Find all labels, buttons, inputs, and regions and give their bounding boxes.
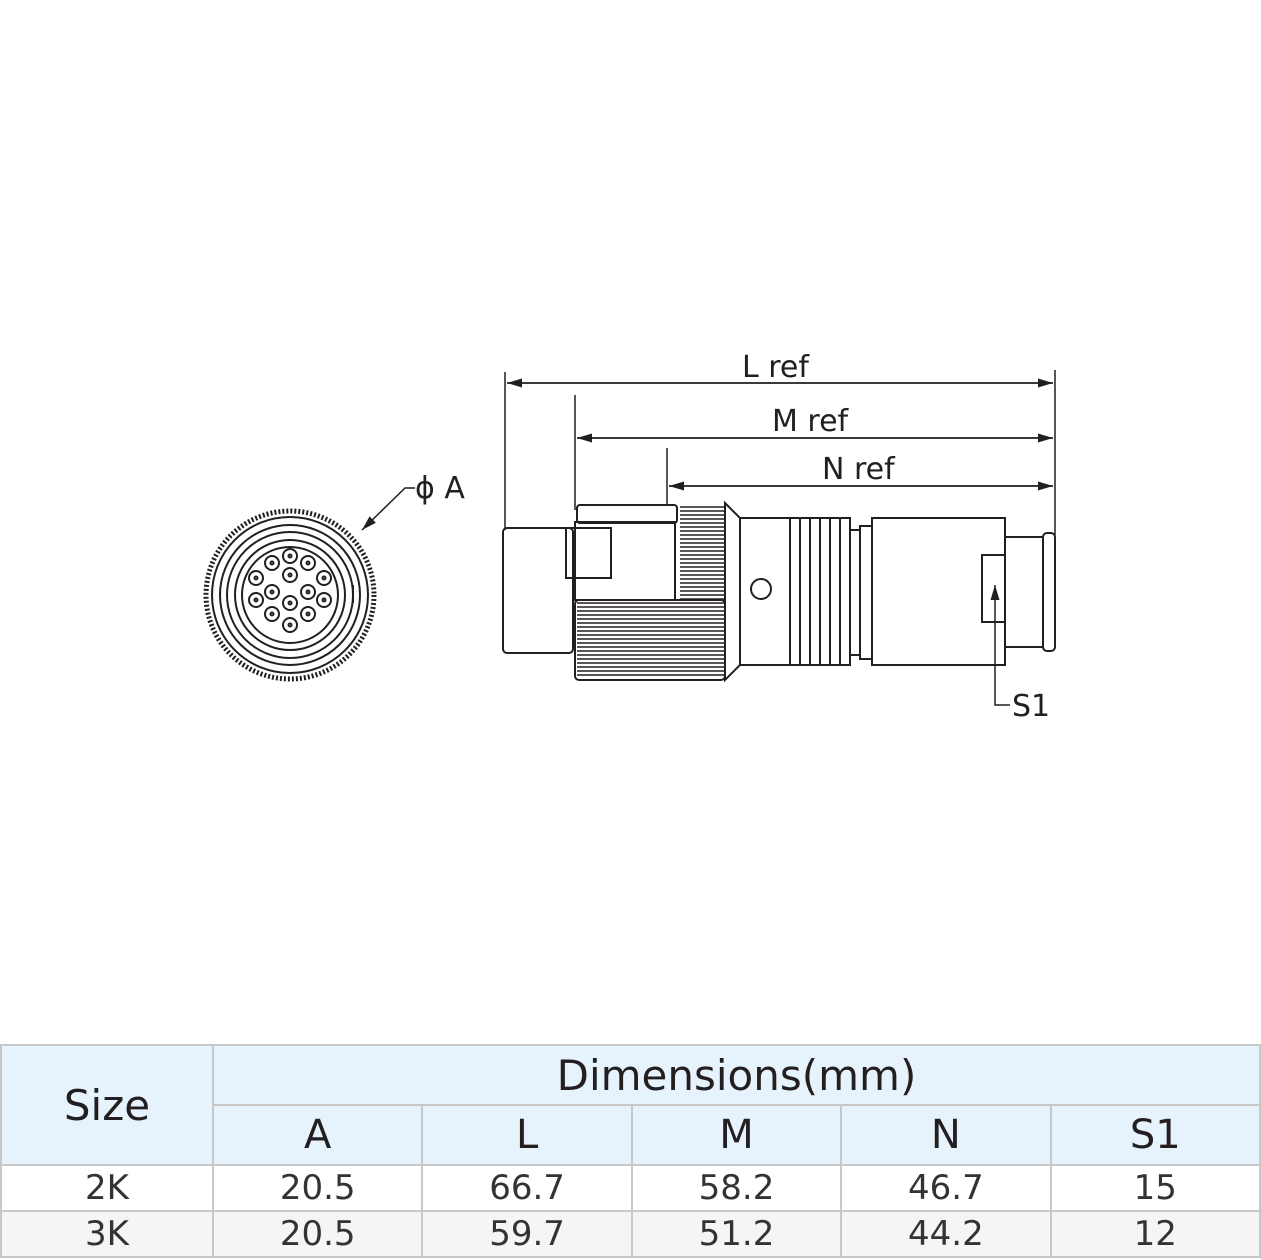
- pin-contact: [300, 555, 316, 571]
- pin-contact: [264, 555, 280, 571]
- size-header: Size: [0, 1044, 214, 1166]
- value-cell: 20.5: [211, 1164, 424, 1212]
- pin-contact: [282, 548, 298, 564]
- phi-a-label: ϕ A: [415, 471, 465, 506]
- pin-contact: [282, 595, 298, 611]
- column-header: M: [630, 1104, 843, 1166]
- value-cell: 20.5: [211, 1210, 424, 1258]
- side-view: [502, 500, 1056, 683]
- m-ref-label: M ref: [772, 404, 850, 439]
- column-header: N: [840, 1104, 1052, 1166]
- size-cell: 2K: [0, 1164, 214, 1212]
- pin-contact: [300, 606, 316, 622]
- pin-contact: [264, 606, 280, 622]
- pin-contact: [300, 584, 316, 600]
- n-ref-label: N ref: [822, 452, 896, 487]
- value-cell: 46.7: [840, 1164, 1052, 1212]
- column-header: A: [211, 1104, 424, 1166]
- connector-drawing: ϕ A L ref M ref N ref: [203, 350, 1056, 724]
- pin-contact: [316, 570, 332, 586]
- pin-contact: [282, 567, 298, 583]
- dimension-lines: [504, 370, 1056, 535]
- column-header: S1: [1049, 1104, 1261, 1166]
- s1-callout: S1: [990, 585, 1050, 724]
- value-cell: 66.7: [421, 1164, 633, 1212]
- s1-label: S1: [1012, 689, 1050, 724]
- value-cell: 44.2: [840, 1210, 1052, 1258]
- dimensions-header: Dimensions(mm): [212, 1044, 1261, 1106]
- l-ref-label: L ref: [742, 350, 810, 385]
- pin-contact: [248, 570, 264, 586]
- value-cell: 58.2: [630, 1164, 843, 1212]
- front-view: [203, 508, 377, 682]
- table-row: 3K 20.5 59.7 51.2 44.2 12: [0, 1210, 1261, 1258]
- pin-contact: [264, 584, 280, 600]
- value-cell: 59.7: [421, 1210, 633, 1258]
- dimensions-table: Size Dimensions(mm) A L M N S1 2K 20.5 6…: [0, 1044, 1261, 1258]
- pin-contact: [248, 592, 264, 608]
- value-cell: 15: [1049, 1164, 1261, 1212]
- size-cell: 3K: [0, 1210, 214, 1258]
- table-row: 2K 20.5 66.7 58.2 46.7 15: [0, 1164, 1261, 1212]
- pin-contact: [282, 617, 298, 633]
- pin-contact: [316, 592, 332, 608]
- column-header: L: [421, 1104, 633, 1166]
- value-cell: 12: [1049, 1210, 1261, 1258]
- value-cell: 51.2: [630, 1210, 843, 1258]
- phi-a-callout: ϕ A: [361, 471, 465, 531]
